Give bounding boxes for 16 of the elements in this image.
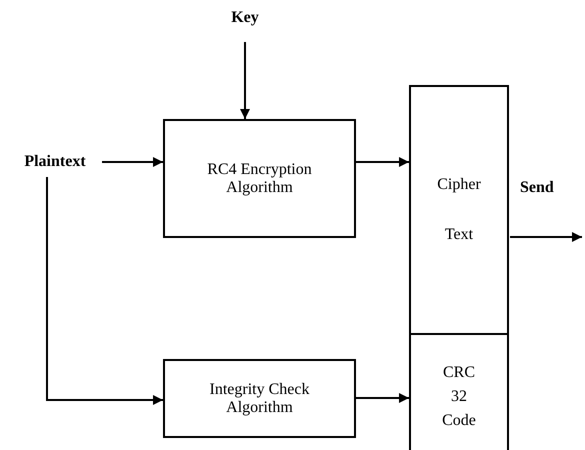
- box-label: Cipher Text: [436, 175, 482, 245]
- process-box: [163, 119, 356, 238]
- input-label: Key: [220, 6, 270, 30]
- input-label: Plaintext: [10, 150, 100, 174]
- arrow: [46, 177, 163, 405]
- arrow: [356, 393, 409, 403]
- arrow: [102, 157, 163, 167]
- data-block: [409, 333, 509, 450]
- arrow: [356, 157, 409, 167]
- data-block: [409, 85, 509, 335]
- arrow: [510, 232, 582, 242]
- box-label: Integrity Check Algorithm: [208, 380, 310, 416]
- box-label: CRC 32 Code: [441, 362, 477, 430]
- arrow: [240, 42, 250, 119]
- box-label: RC4 Encryption Algorithm: [206, 160, 313, 196]
- process-box: [163, 359, 356, 438]
